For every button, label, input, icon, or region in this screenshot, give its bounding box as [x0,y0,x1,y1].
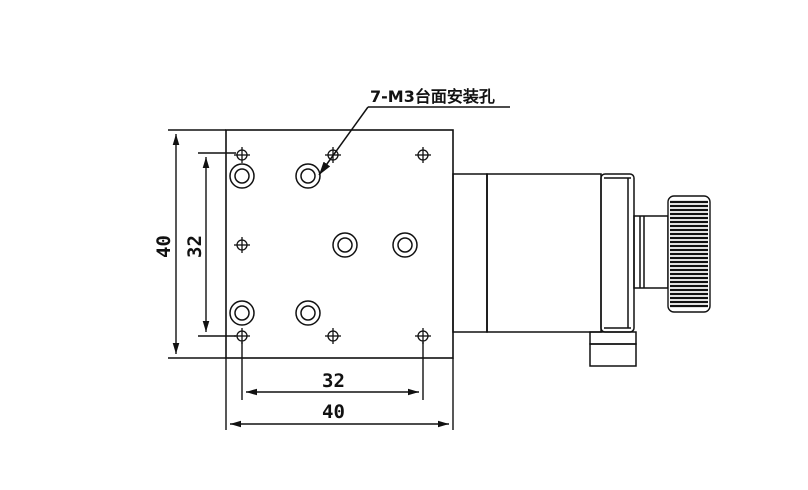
dim-inner-height [198,152,236,337]
mounting-hole-annotation: 7-M3台面安装孔 [370,87,495,106]
motor-assembly [452,173,669,367]
inner-width-label: 32 [322,370,345,392]
tapped-hole [234,328,250,344]
tapped-hole [325,328,341,344]
outer-width-label: 40 [322,401,345,423]
knurled-knob [667,195,711,313]
counterbored-hole [295,300,321,326]
counterbored-hole [229,300,255,326]
outer-height-label: 40 [153,235,175,258]
counterbored-hole [392,232,418,258]
counterbored-holes [229,163,418,326]
counterbored-hole [229,163,255,189]
dim-inner-width [241,342,424,400]
stage-plate [225,129,454,359]
tapped-hole [234,147,250,163]
tapped-hole [415,147,431,163]
tapped-hole [234,237,250,253]
inner-height-label: 32 [184,235,206,258]
dim-outer-height [168,129,226,359]
counterbored-hole [295,163,321,189]
dim-outer-width [225,358,454,430]
tapped-hole [415,328,431,344]
counterbored-hole [332,232,358,258]
annotation-leader [318,106,510,176]
